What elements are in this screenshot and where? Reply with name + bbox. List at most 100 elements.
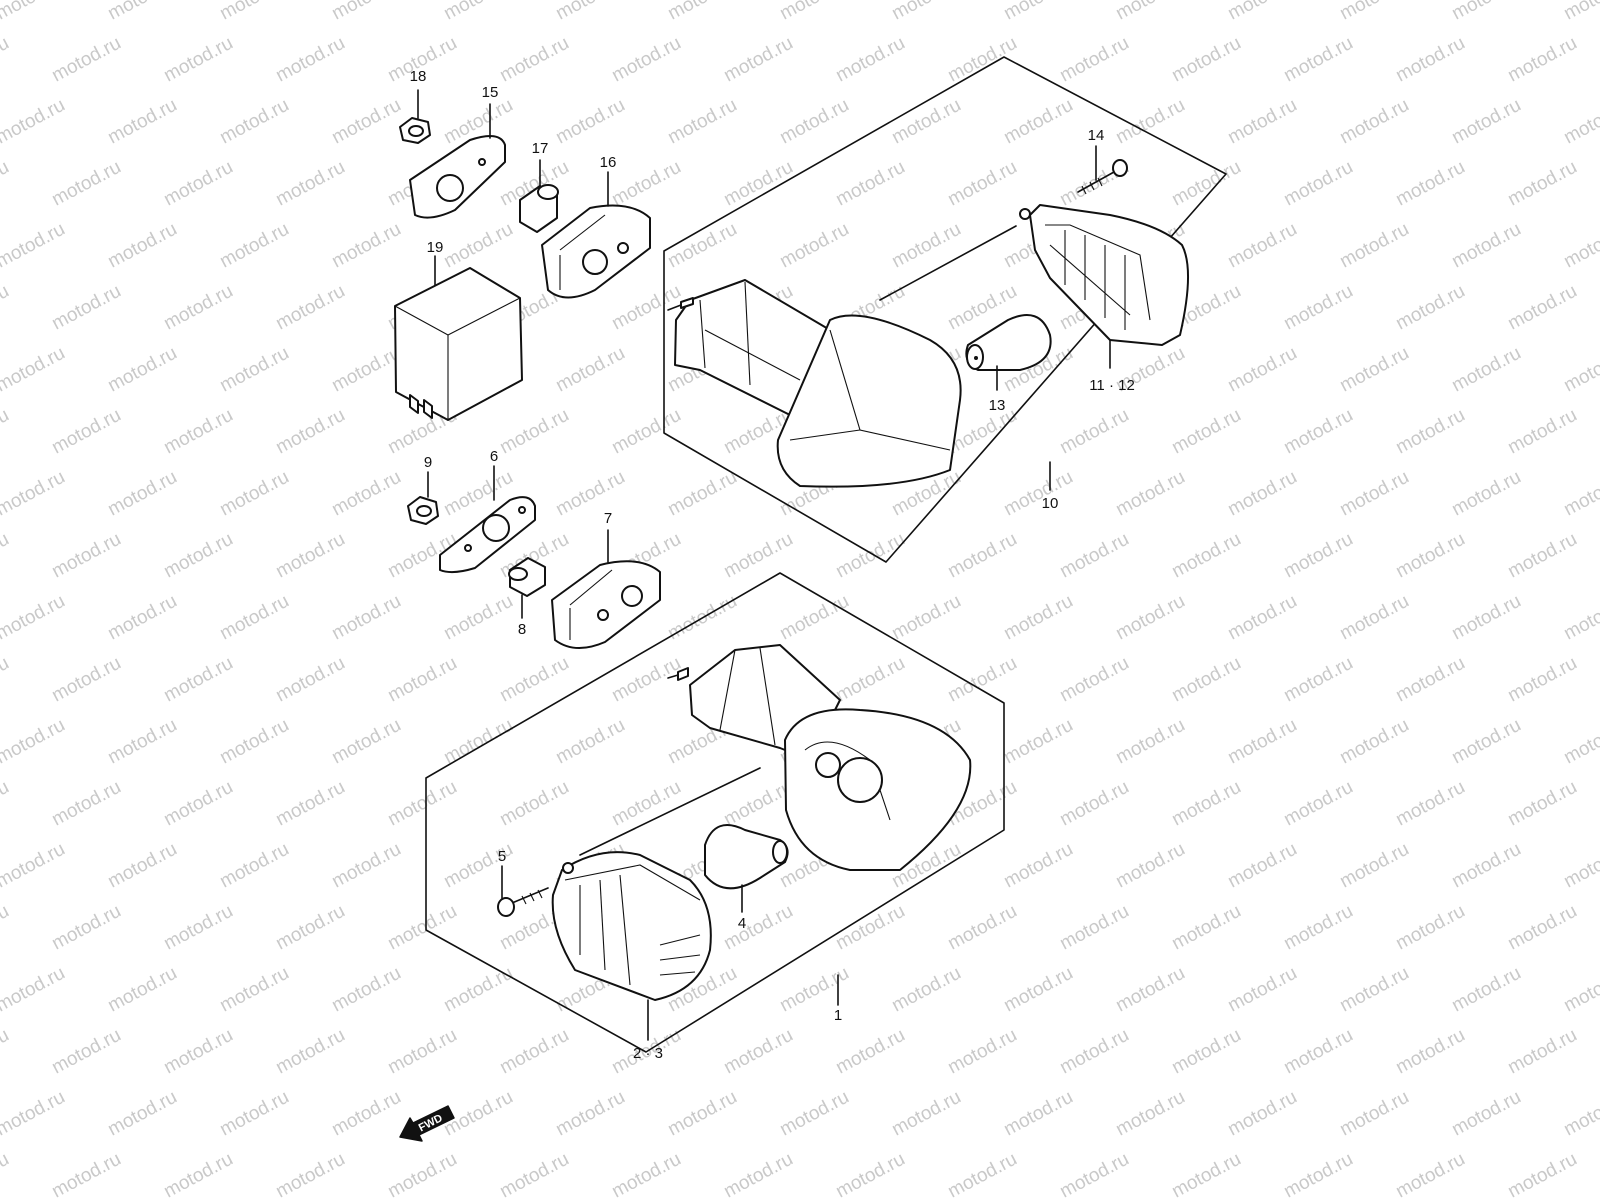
collar-8-icon [508, 557, 546, 597]
watermark-text: motod.ru [1560, 219, 1600, 273]
lens-2-3-icon [551, 851, 712, 1001]
lower-signal-lens-cover [784, 708, 972, 871]
watermark-text: motod.ru [104, 95, 180, 149]
watermark-text: motod.ru [1280, 901, 1356, 955]
watermark-text: motod.ru [272, 653, 348, 707]
watermark-text: motod.ru [160, 901, 236, 955]
watermark-text: motod.ru [1560, 95, 1600, 149]
watermark-text: motod.ru [160, 405, 236, 459]
watermark-text: motod.ru [776, 1087, 852, 1141]
watermark-text: motod.ru [1392, 529, 1468, 583]
watermark-text: motod.ru [440, 839, 516, 893]
watermark-text: motod.ru [1224, 839, 1300, 893]
lens-11-12-icon [1019, 204, 1189, 346]
watermark-text: motod.ru [328, 467, 404, 521]
watermark-text: motod.ru [608, 653, 684, 707]
watermark-text: motod.ru [1560, 343, 1600, 397]
watermark-text: motod.ru [160, 529, 236, 583]
watermark-text: motod.ru [216, 715, 292, 769]
watermark-text: motod.ru [384, 1025, 460, 1079]
watermark-text: motod.ru [1168, 1025, 1244, 1079]
watermark-text: motod.ru [944, 529, 1020, 583]
watermark-text: motod.ru [944, 1025, 1020, 1079]
watermark-text: motod.ru [1392, 1025, 1468, 1079]
watermark-text: motod.ru [496, 1025, 572, 1079]
watermark-text: motod.ru [328, 1087, 404, 1141]
watermark-text: motod.ru [48, 405, 124, 459]
watermark-text: motod.ru [1448, 591, 1524, 645]
watermark-text: motod.ru [1336, 467, 1412, 521]
watermark-text: motod.ru [104, 591, 180, 645]
watermark-text: motod.ru [1560, 839, 1600, 893]
watermark-text: motod.ru [104, 467, 180, 521]
watermark-text: motod.ru [0, 95, 69, 149]
watermark-text: motod.ru [384, 653, 460, 707]
watermark-text: motod.ru [216, 1087, 292, 1141]
watermark-text: motod.ru [1280, 1025, 1356, 1079]
watermark-text: motod.ru [0, 653, 13, 707]
watermark-text: motod.ru [1056, 405, 1132, 459]
upper-signal-housing [667, 279, 831, 421]
watermark-text: motod.ru [1168, 1149, 1244, 1200]
watermark-text: motod.ru [1448, 343, 1524, 397]
watermark-text: motod.ru [1168, 777, 1244, 831]
watermark-text: motod.ru [552, 1087, 628, 1141]
watermark-text: motod.ru [328, 715, 404, 769]
watermark-text: motod.ru [944, 1149, 1020, 1200]
watermark-text: motod.ru [1336, 1087, 1412, 1141]
watermark-text: motod.ru [1280, 777, 1356, 831]
watermark-text: motod.ru [1336, 591, 1412, 645]
nut-9-icon [407, 496, 439, 525]
watermark-text: motod.ru [104, 1087, 180, 1141]
watermark-text: motod.ru [48, 1149, 124, 1200]
watermark-text: motod.ru [1224, 715, 1300, 769]
watermark-text: motod.ru [160, 281, 236, 335]
watermark-text: motod.ru [832, 1025, 908, 1079]
watermark-text: motod.ru [328, 219, 404, 273]
watermark-text: motod.ru [216, 219, 292, 273]
watermark-text: motod.ru [1280, 281, 1356, 335]
callout-18: 18 [410, 68, 427, 85]
watermark-text: motod.ru [0, 1025, 13, 1079]
watermark-text: motod.ru [1168, 33, 1244, 87]
watermark-text: motod.ru [1392, 901, 1468, 955]
watermark-text: motod.ru [888, 963, 964, 1017]
watermark-text: motod.ru [832, 653, 908, 707]
watermark-text: motod.ru [1448, 715, 1524, 769]
watermark-text: motod.ru [440, 963, 516, 1017]
watermark-text: motod.ru [1000, 715, 1076, 769]
watermark-text: motod.ru [1112, 467, 1188, 521]
watermark-text: motod.ru [0, 405, 13, 459]
watermark-text: motod.ru [1392, 281, 1468, 335]
watermark-text: motod.ru [608, 157, 684, 211]
watermark-text: motod.ru [664, 1087, 740, 1141]
watermark-text: motod.ru [1168, 529, 1244, 583]
watermark-text: motod.ru [888, 1087, 964, 1141]
watermark-text: motod.ru [160, 1149, 236, 1200]
watermark-text: motod.ru [552, 0, 628, 24]
watermark-text: motod.ru [1224, 219, 1300, 273]
watermark-text: motod.ru [1168, 901, 1244, 955]
nut-18-icon [399, 117, 431, 144]
watermark-text: motod.ru [1504, 777, 1580, 831]
watermark-text: motod.ru [1392, 405, 1468, 459]
watermark-text: motod.ru [720, 529, 796, 583]
watermark-text: motod.ru [552, 715, 628, 769]
watermark-text: motod.ru [104, 0, 180, 24]
watermark-text: motod.ru [384, 777, 460, 831]
callout-11-12: 11 · 12 [1089, 377, 1135, 394]
assembly-box-1 [425, 572, 1005, 1053]
watermark-text: motod.ru [1392, 653, 1468, 707]
watermark-text: motod.ru [1224, 343, 1300, 397]
watermark-text: motod.ru [496, 653, 572, 707]
watermark-text: motod.ru [328, 343, 404, 397]
watermark-text: motod.ru [1504, 33, 1580, 87]
callout-2-3: 2 · 3 [633, 1045, 663, 1062]
watermark-text: motod.ru [384, 901, 460, 955]
watermark-text: motod.ru [1056, 1149, 1132, 1200]
watermark-text: motod.ru [272, 1025, 348, 1079]
bulb-4-icon [704, 824, 789, 890]
watermark-text: motod.ru [440, 219, 516, 273]
watermark-text: motod.ru [1056, 1025, 1132, 1079]
watermark-text: motod.ru [1000, 1087, 1076, 1141]
